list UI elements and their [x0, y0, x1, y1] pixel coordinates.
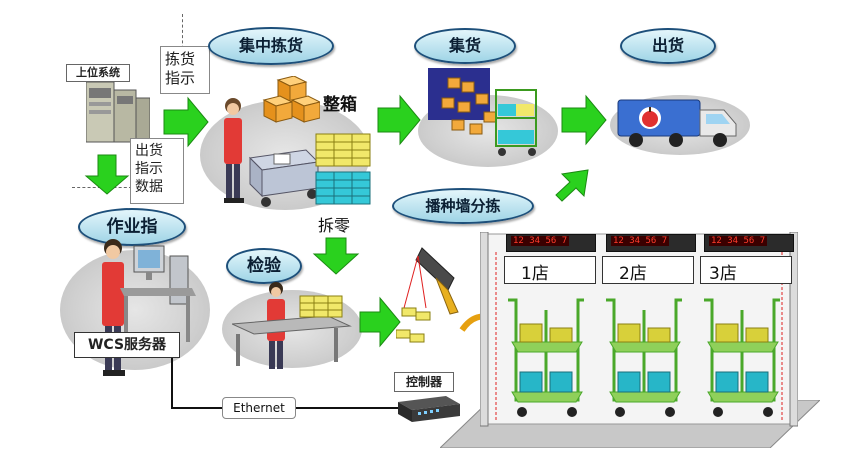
label-consolidation: 集货 [414, 28, 516, 64]
store-box-3: 3店 [700, 256, 792, 284]
store-cart-2 [600, 296, 684, 420]
arrow-host-to-picking [163, 96, 209, 148]
host-system-label: 上位系统 [66, 64, 130, 82]
picking-cart-icon [246, 140, 322, 210]
label-shipping: 出货 [620, 28, 716, 64]
computer-workstation-icon [120, 236, 200, 346]
arrow-picking-to-consolidation [377, 94, 421, 146]
store-label-3: 3店 [709, 264, 737, 284]
display-readout-1: 12 34 56 7 [511, 236, 570, 246]
arrow-consolidation-to-shipping [561, 94, 607, 146]
store-box-2: 2店 [602, 256, 694, 284]
dashed-line-vertical [182, 14, 183, 54]
store-cart-3 [698, 296, 782, 420]
broken-case-label: 拆零 [318, 216, 351, 235]
picker-worker-icon [216, 96, 250, 206]
arrow-sorting-to-consolidation [555, 169, 589, 202]
store-display-1: 12 34 56 7 [506, 234, 596, 252]
label-sorting-wall: 播种墙分拣 [392, 188, 534, 224]
host-system-server-icon [85, 72, 151, 148]
store-display-3: 12 34 56 7 [704, 234, 794, 252]
store-label-1: 1店 [521, 264, 549, 284]
barcode-scanner-icon [395, 238, 462, 348]
delivery-truck-icon [616, 96, 746, 152]
display-readout-2: 12 34 56 7 [611, 236, 670, 246]
store-display-2: 12 34 56 7 [606, 234, 696, 252]
full-case-boxes-icon [262, 75, 322, 126]
broken-case-cyan-stack-icon [314, 170, 374, 206]
label-inspection: 检验 [226, 248, 302, 284]
arrow-host-down [84, 154, 130, 195]
controller-device-icon [398, 394, 460, 422]
store-cart-1 [502, 296, 586, 420]
picking-instruction-note: 拣货 指示 [160, 46, 210, 94]
ethernet-label: Ethernet [222, 397, 296, 419]
arrow-broken-case-down [312, 237, 360, 275]
shipping-data-note: 出货 指示 数据 [130, 138, 184, 204]
label-work-instruction: 作业指 [78, 208, 186, 246]
consolidation-scene-icon [424, 68, 544, 160]
controller-label: 控制器 [394, 372, 454, 392]
store-label-2: 2店 [619, 264, 647, 284]
full-case-label: 整箱 [323, 95, 357, 115]
inspection-table-icon [230, 294, 352, 370]
arrow-inspection-to-sorting [359, 296, 401, 348]
label-central-picking: 集中拣货 [208, 27, 334, 65]
broken-case-yellow-stack-icon [314, 132, 374, 168]
store-box-1: 1店 [504, 256, 596, 284]
ethernet-cable [171, 340, 402, 409]
display-readout-3: 12 34 56 7 [709, 236, 768, 246]
wcs-server-label: WCS服务器 [74, 332, 180, 358]
